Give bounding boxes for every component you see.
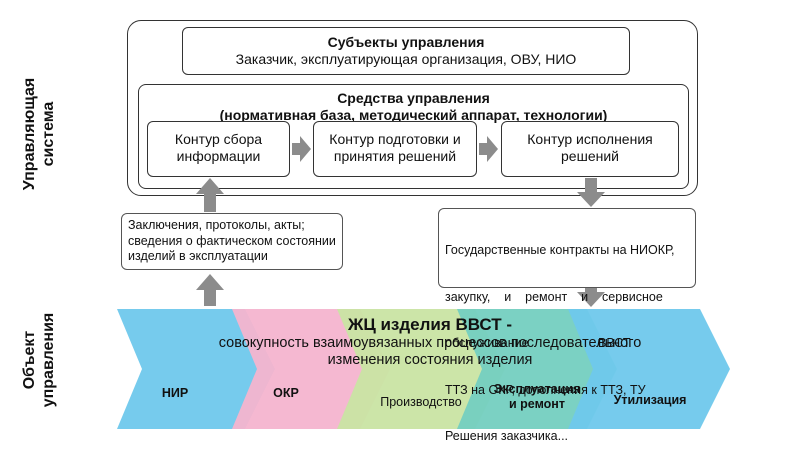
stage-chevron-nir [117, 309, 275, 429]
arrows-layer [196, 136, 605, 307]
contour-execution-line-2: решений [561, 148, 619, 164]
stage-production-text: Производство [380, 395, 462, 409]
stage-label-nir: НИР [130, 386, 220, 401]
contour-execution-box: Контур исполнения решений [501, 121, 679, 177]
arrow-up-icon [196, 178, 224, 212]
directives-note: Государственные контракты на НИОКР, заку… [438, 208, 696, 443]
stage-chevron-production [337, 309, 505, 429]
directives-note-line-4: ТТЗ на ОКР, дополнения к ТТЗ, ТУ [445, 382, 646, 397]
arrow-down-icon [577, 285, 605, 307]
feedback-note-line-3: изделий в эксплуатации [128, 249, 268, 263]
arrow-down-icon [577, 178, 605, 207]
directives-note-line-5: Решения заказчика... [445, 429, 569, 443]
stage-chevron-disposal [568, 309, 730, 429]
contour-decision-box: Контур подготовки и принятия решений [313, 121, 477, 177]
contour-execution-line-1: Контур исполнения [527, 131, 653, 147]
arrow-up-icon [196, 274, 224, 306]
lifecycle-title: ЖЦ изделия ВВСТ - [347, 315, 513, 334]
contour-decision-line-2: принятия решений [333, 148, 457, 164]
lifecycle-desc-line-1: совокупность взаимоувязанных процессов п… [218, 335, 642, 351]
lifecycle-band [117, 309, 730, 429]
stage-operation-text-1: Эксплуатация [493, 382, 581, 396]
contour-collect-line-2: информации [176, 148, 261, 164]
feedback-note: Заключения, протоколы, акты; сведения о … [121, 213, 343, 270]
contour-collect-box: Контур сбора информации [147, 121, 290, 177]
stage-nir-text: НИР [161, 386, 189, 400]
lifecycle-desc-line-2: изменения состояния изделия [327, 352, 533, 368]
stage-chevron-operation [457, 309, 617, 429]
subjects-subtitle: Заказчик, эксплуатирующая организация, О… [235, 51, 577, 67]
directives-note-line-3: обслуживание ВВСТ [445, 336, 631, 350]
feedback-note-line-1: Заключения, протоколы, акты; [128, 218, 305, 232]
stage-label-operation: Эксплуатация и ремонт [482, 382, 592, 412]
stage-label-okr: ОКР [246, 386, 326, 401]
stage-disposal-text: Утилизация [613, 393, 687, 407]
directives-note-line-2: закупку, и ремонт и сервисное [445, 289, 663, 304]
means-subtitle: (нормативная база, методический аппарат,… [219, 107, 608, 123]
means-title: Средства управления [337, 90, 490, 106]
stage-operation-text-2: и ремонт [509, 397, 565, 411]
subjects-title: Субъекты управления [327, 34, 485, 50]
contour-decision-line-1: Контур подготовки и [329, 131, 461, 147]
stage-label-production: Производство [366, 395, 476, 410]
arrow-right-icon [292, 136, 311, 162]
arrow-right-icon [479, 136, 498, 162]
stage-label-disposal: Утилизация [600, 393, 700, 408]
stage-okr-text: ОКР [273, 386, 299, 400]
contour-collect-line-1: Контур сбора [174, 131, 263, 147]
lifecycle-title-block: ЖЦ изделия ВВСТ - совокупность взаимоувя… [170, 315, 690, 369]
subjects-box: Субъекты управления Заказчик, эксплуатир… [182, 27, 630, 75]
directives-note-line-1: Государственные контракты на НИОКР, [445, 243, 675, 257]
feedback-note-line-2: сведения о фактическом состоянии [128, 233, 336, 248]
